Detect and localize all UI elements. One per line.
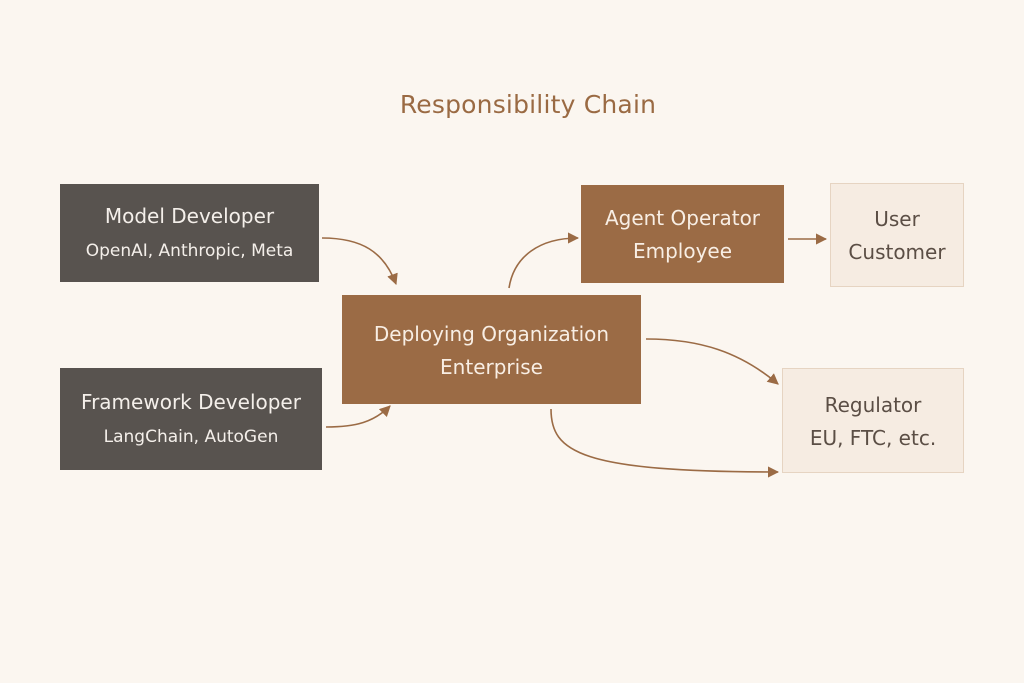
node-model-developer: Model Developer OpenAI, Anthropic, Meta xyxy=(60,184,319,282)
node-label: Framework Developer xyxy=(81,390,301,414)
node-regulator: Regulator EU, FTC, etc. xyxy=(782,368,964,473)
arrow-deploying-to-regulator-upper xyxy=(645,338,779,385)
node-sublabel: LangChain, AutoGen xyxy=(103,427,279,447)
node-sublabel: OpenAI, Anthropic, Meta xyxy=(85,241,294,261)
node-sublabel: EU, FTC, etc. xyxy=(809,425,937,450)
node-sublabel: Employee xyxy=(632,239,733,263)
arrow-framework-to-deploying xyxy=(325,405,391,428)
diagram-title: Responsibility Chain xyxy=(399,90,657,119)
node-label: User xyxy=(874,207,920,231)
node-label: Deploying Organization xyxy=(373,321,610,346)
node-sublabel: Customer xyxy=(848,240,946,264)
node-label: Agent Operator xyxy=(604,206,761,230)
node-framework-developer: Framework Developer LangChain, AutoGen xyxy=(60,368,322,470)
arrow-model-to-deploying xyxy=(321,237,398,286)
arrow-deploying-to-agent-operator xyxy=(508,232,580,289)
node-label: Regulator xyxy=(824,392,922,417)
arrow-deploying-to-regulator-lower xyxy=(550,408,780,478)
node-deploying-organization: Deploying Organization Enterprise xyxy=(342,295,641,404)
node-user: User Customer xyxy=(830,183,964,287)
node-label: Model Developer xyxy=(104,204,275,228)
node-sublabel: Enterprise xyxy=(440,354,543,379)
node-agent-operator: Agent Operator Employee xyxy=(581,185,784,283)
